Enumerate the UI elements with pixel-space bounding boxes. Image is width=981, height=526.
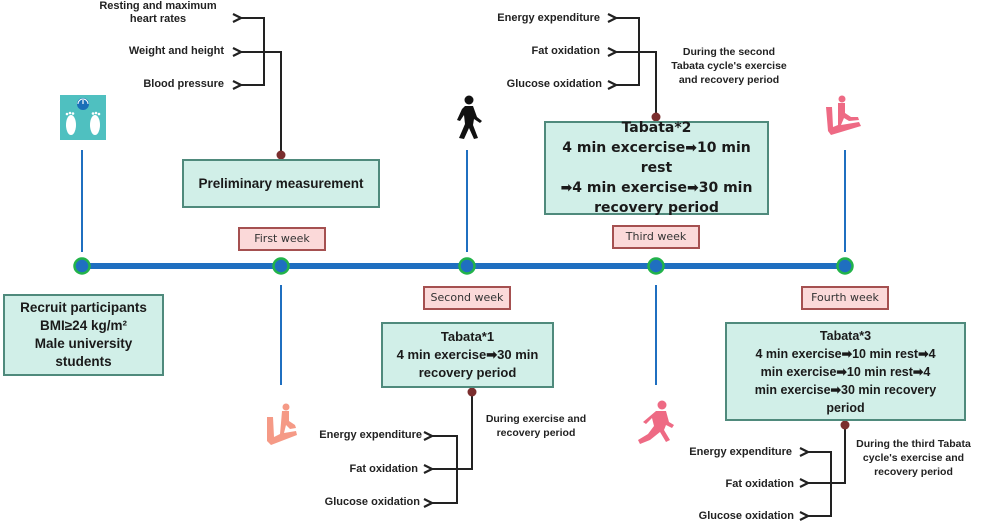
tabata3-bracket xyxy=(808,425,846,516)
tabata1-box: Tabata*1 4 min exercise➡30 min recovery … xyxy=(381,322,554,388)
preliminary-connector-dot xyxy=(276,150,286,160)
preliminary-bracket xyxy=(241,18,282,155)
treadmill-runner-icon xyxy=(823,95,863,137)
note-line: and recovery period xyxy=(678,74,780,86)
note-line: During exercise and xyxy=(485,413,587,425)
note-line: recovery period xyxy=(496,427,576,439)
measure-weight-height: Weight and height xyxy=(128,45,224,57)
week-label-first: First week xyxy=(238,227,326,251)
tabata2-measure-glucose: Glucose oxidation xyxy=(506,78,602,90)
tabata1-bracket xyxy=(432,392,473,503)
recruit-line: BMI≥24 kg/m² xyxy=(40,318,127,333)
tabata2-bracket xyxy=(616,18,657,117)
note-line: During the third Tabata xyxy=(856,438,971,450)
timeline-node-1 xyxy=(272,257,290,275)
running-person-icon xyxy=(636,400,676,448)
tabata3-measure-energy: Energy expenditure xyxy=(689,446,792,458)
tabata1-line: 4 min exercise➡30 min xyxy=(396,347,539,362)
tabata2-measure-energy: Energy expenditure xyxy=(497,12,600,24)
note-line: cycle's exercise and xyxy=(862,452,965,464)
preliminary-measurement-box: Preliminary measurement xyxy=(182,159,380,208)
tabata1-measure-glucose: Glucose oxidation xyxy=(324,496,420,508)
tabata3-measure-fat: Fat oxidation xyxy=(725,478,794,490)
tabata3-line: period xyxy=(826,400,865,415)
tabata2-connector-dot xyxy=(651,112,661,122)
note-line: recovery period xyxy=(874,466,953,478)
timeline-node-2 xyxy=(458,257,476,275)
tabata3-line: min exercise➡10 min rest➡4 xyxy=(760,364,931,379)
tabata1-measurement-note: During exercise and recovery period xyxy=(476,412,596,440)
tabata1-measure-energy: Energy expenditure xyxy=(319,429,422,441)
tabata3-line: 4 min exercise➡10 min rest➡4 xyxy=(755,346,936,361)
tabata2-line: Tabata*2 xyxy=(621,120,692,136)
walking-person-icon xyxy=(451,95,485,140)
measure-blood-pressure: Blood pressure xyxy=(143,78,224,90)
recruit-line: Recruit participants xyxy=(20,300,147,315)
recruit-line: Male university xyxy=(34,336,133,351)
preliminary-title: Preliminary measurement xyxy=(198,176,364,191)
week-label-fourth: Fourth week xyxy=(801,286,889,310)
timeline-node-3 xyxy=(647,257,665,275)
bathroom-scale-icon xyxy=(60,95,106,140)
week-label-third: Third week xyxy=(612,225,700,249)
timeline-node-0 xyxy=(73,257,91,275)
note-line: During the second xyxy=(682,46,776,58)
tabata1-line: Tabata*1 xyxy=(440,329,495,344)
recruit-line: students xyxy=(55,354,112,369)
tabata2-measure-fat: Fat oxidation xyxy=(531,45,600,57)
tabata3-line: min exercise➡30 min recovery xyxy=(754,382,937,397)
tabata3-line: Tabata*3 xyxy=(819,328,872,343)
note-line: Tabata cycle's exercise xyxy=(671,60,787,72)
tabata3-box: Tabata*3 4 min exercise➡10 min rest➡4 mi… xyxy=(725,322,966,421)
tabata1-connector-dot xyxy=(467,387,477,397)
tabata2-measurement-note: During the second Tabata cycle's exercis… xyxy=(664,45,794,87)
tabata2-line: recovery period xyxy=(594,200,719,216)
week-label-second: Second week xyxy=(423,286,511,310)
tabata2-box: Tabata*2 4 min excercise➡10 min rest ➡4 … xyxy=(544,120,769,216)
tabata3-measure-glucose: Glucose oxidation xyxy=(698,510,794,522)
tabata2-line: ➡4 min exercise➡30 min xyxy=(560,180,753,196)
tabata3-connector-dot xyxy=(840,420,850,430)
recruit-participants-box: Recruit participants BMI≥24 kg/m² Male u… xyxy=(3,294,164,376)
tabata1-measure-fat: Fat oxidation xyxy=(349,463,418,475)
timeline-node-4 xyxy=(836,257,854,275)
tabata3-measurement-note: During the third Tabata cycle's exercise… xyxy=(846,437,981,479)
tabata1-line: recovery period xyxy=(418,365,517,380)
tabata2-line: 4 min excercise➡10 min rest xyxy=(562,140,751,176)
treadmill-runner-icon xyxy=(265,403,301,447)
